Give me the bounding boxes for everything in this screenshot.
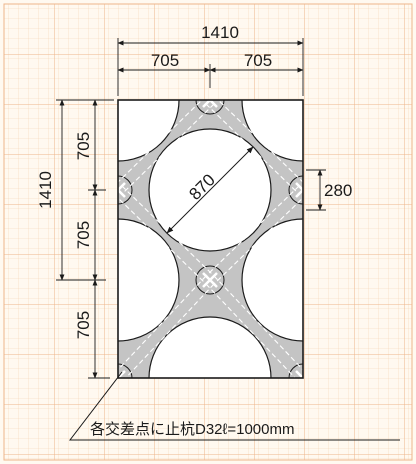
lower-right-opening (241, 218, 303, 342)
top-dimension-lines (117, 38, 304, 96)
left-dimension-lines (56, 99, 114, 379)
lower-left-opening (118, 218, 180, 342)
stake-note: 各交差点に止杭D32ℓ=1000mm (90, 420, 295, 438)
dim-height-lower: 705 (74, 221, 93, 249)
dim-half-width-right: 705 (244, 51, 272, 70)
dim-node-offset: 280 (324, 181, 352, 200)
upper-left-opening (118, 100, 180, 162)
stake-mark (202, 100, 218, 108)
plate-outline (117, 99, 304, 379)
right-dimension-lines (306, 169, 326, 211)
dim-half-width-left: 705 (151, 51, 179, 70)
stake-mark (202, 272, 218, 288)
node-ring (195, 265, 225, 295)
leader-line (68, 371, 400, 441)
rebar-diagonal (118, 275, 215, 378)
dim-total-height: 1410 (36, 171, 55, 209)
node-ring (288, 175, 303, 205)
upper-right-opening (241, 100, 303, 162)
stake-mark (295, 182, 303, 198)
stake-mark (295, 370, 303, 378)
dim-height-bottom: 705 (74, 311, 93, 339)
stake-mark (118, 370, 126, 378)
bottom-center-opening (148, 316, 272, 378)
dim-diameter-line (166, 146, 254, 234)
node-ring (195, 100, 225, 115)
node-ring (118, 175, 133, 205)
dim-height-upper: 705 (74, 132, 93, 160)
dim-total-width: 1410 (201, 23, 239, 42)
rebar-diagonal (205, 275, 303, 378)
stake-mark (118, 182, 126, 198)
